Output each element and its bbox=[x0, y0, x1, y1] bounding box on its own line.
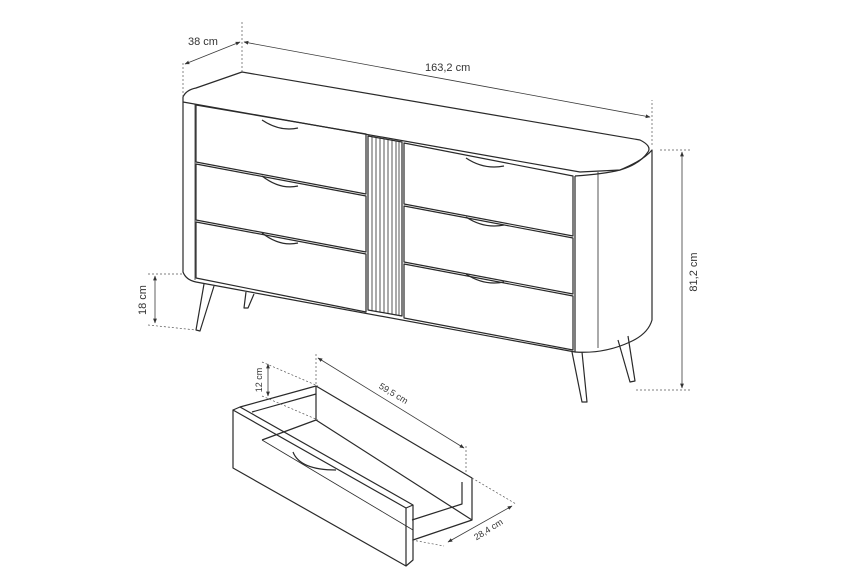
dresser-legs bbox=[195, 283, 636, 403]
dimension-width: 163,2 cm bbox=[243, 40, 653, 145]
right-drawer-column bbox=[403, 142, 574, 351]
handle-left-2 bbox=[261, 175, 299, 188]
left-drawer-column bbox=[195, 104, 367, 313]
drawer-right-3 bbox=[403, 263, 574, 351]
width-label: 163,2 cm bbox=[425, 62, 470, 74]
dimension-height: 81,2 cm bbox=[636, 149, 700, 391]
drawer-left-3 bbox=[195, 221, 367, 313]
drawer-detail bbox=[232, 385, 473, 567]
dresser-front bbox=[182, 102, 576, 353]
drawer-left-1 bbox=[195, 104, 367, 195]
drawer-handle bbox=[292, 451, 337, 471]
dimension-drawer-height: 12 cm bbox=[254, 361, 319, 421]
drawer-length-label: 59,5 cm bbox=[377, 381, 410, 406]
drawer-left-2 bbox=[195, 163, 367, 253]
leg-height-label: 18 cm bbox=[137, 285, 149, 315]
drawer-front-panel bbox=[232, 409, 407, 567]
drawer-height-label: 12 cm bbox=[254, 368, 264, 393]
drawer-box bbox=[239, 385, 473, 541]
handle-right-2 bbox=[465, 216, 505, 227]
height-label: 81,2 cm bbox=[688, 252, 700, 291]
dimension-depth: 38 cm bbox=[182, 22, 243, 97]
drawer-right-1 bbox=[403, 142, 574, 237]
dimension-leg-height: 18 cm bbox=[137, 273, 197, 331]
drawer-width-label: 28,4 cm bbox=[472, 517, 504, 542]
depth-label: 38 cm bbox=[188, 36, 218, 48]
dresser bbox=[182, 71, 653, 403]
dimension-drawer-length: 59,5 cm bbox=[315, 352, 467, 472]
center-slat-panel bbox=[367, 135, 403, 317]
handle-right-1 bbox=[465, 157, 505, 168]
handle-right-3 bbox=[465, 273, 505, 284]
handle-left-3 bbox=[261, 232, 299, 245]
dimension-drawer-width: 28,4 cm bbox=[411, 477, 517, 547]
drawer-right-2 bbox=[403, 205, 574, 295]
dresser-top bbox=[182, 71, 650, 173]
handle-left-1 bbox=[261, 119, 299, 130]
dresser-side bbox=[574, 149, 653, 353]
